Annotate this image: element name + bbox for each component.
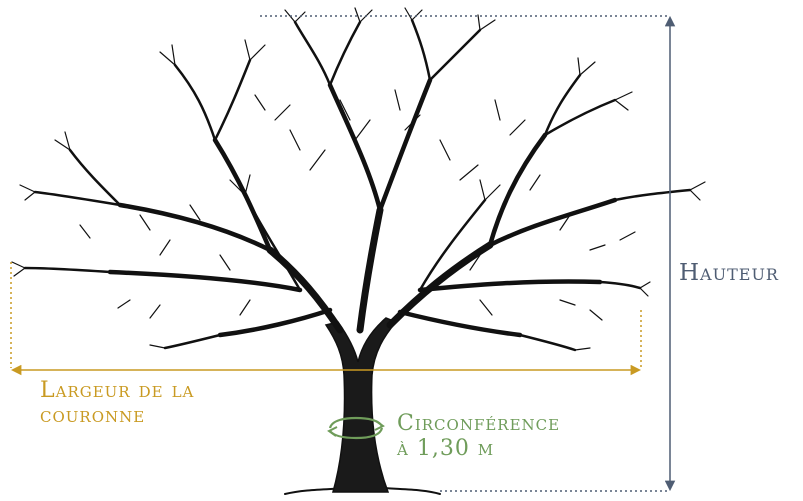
crown-width-label-line1: Largeur de la <box>40 378 195 403</box>
circumference-label-line1: Circonférence <box>397 411 561 436</box>
circumference-label-line2: à 1,30 m <box>397 436 495 462</box>
circular-arrow-icon <box>327 416 385 440</box>
height-label-text: Hauteur <box>679 260 779 286</box>
crown-width-measure <box>10 262 642 376</box>
height-label: Hauteur <box>679 260 779 286</box>
crown-width-label-line2: couronne <box>40 403 146 429</box>
circumference-label: Circonférence à 1,30 m <box>397 411 560 462</box>
tree-illustration-icon <box>11 7 706 495</box>
crown-width-label: Largeur de la couronne <box>40 378 194 429</box>
height-measure <box>260 15 676 492</box>
